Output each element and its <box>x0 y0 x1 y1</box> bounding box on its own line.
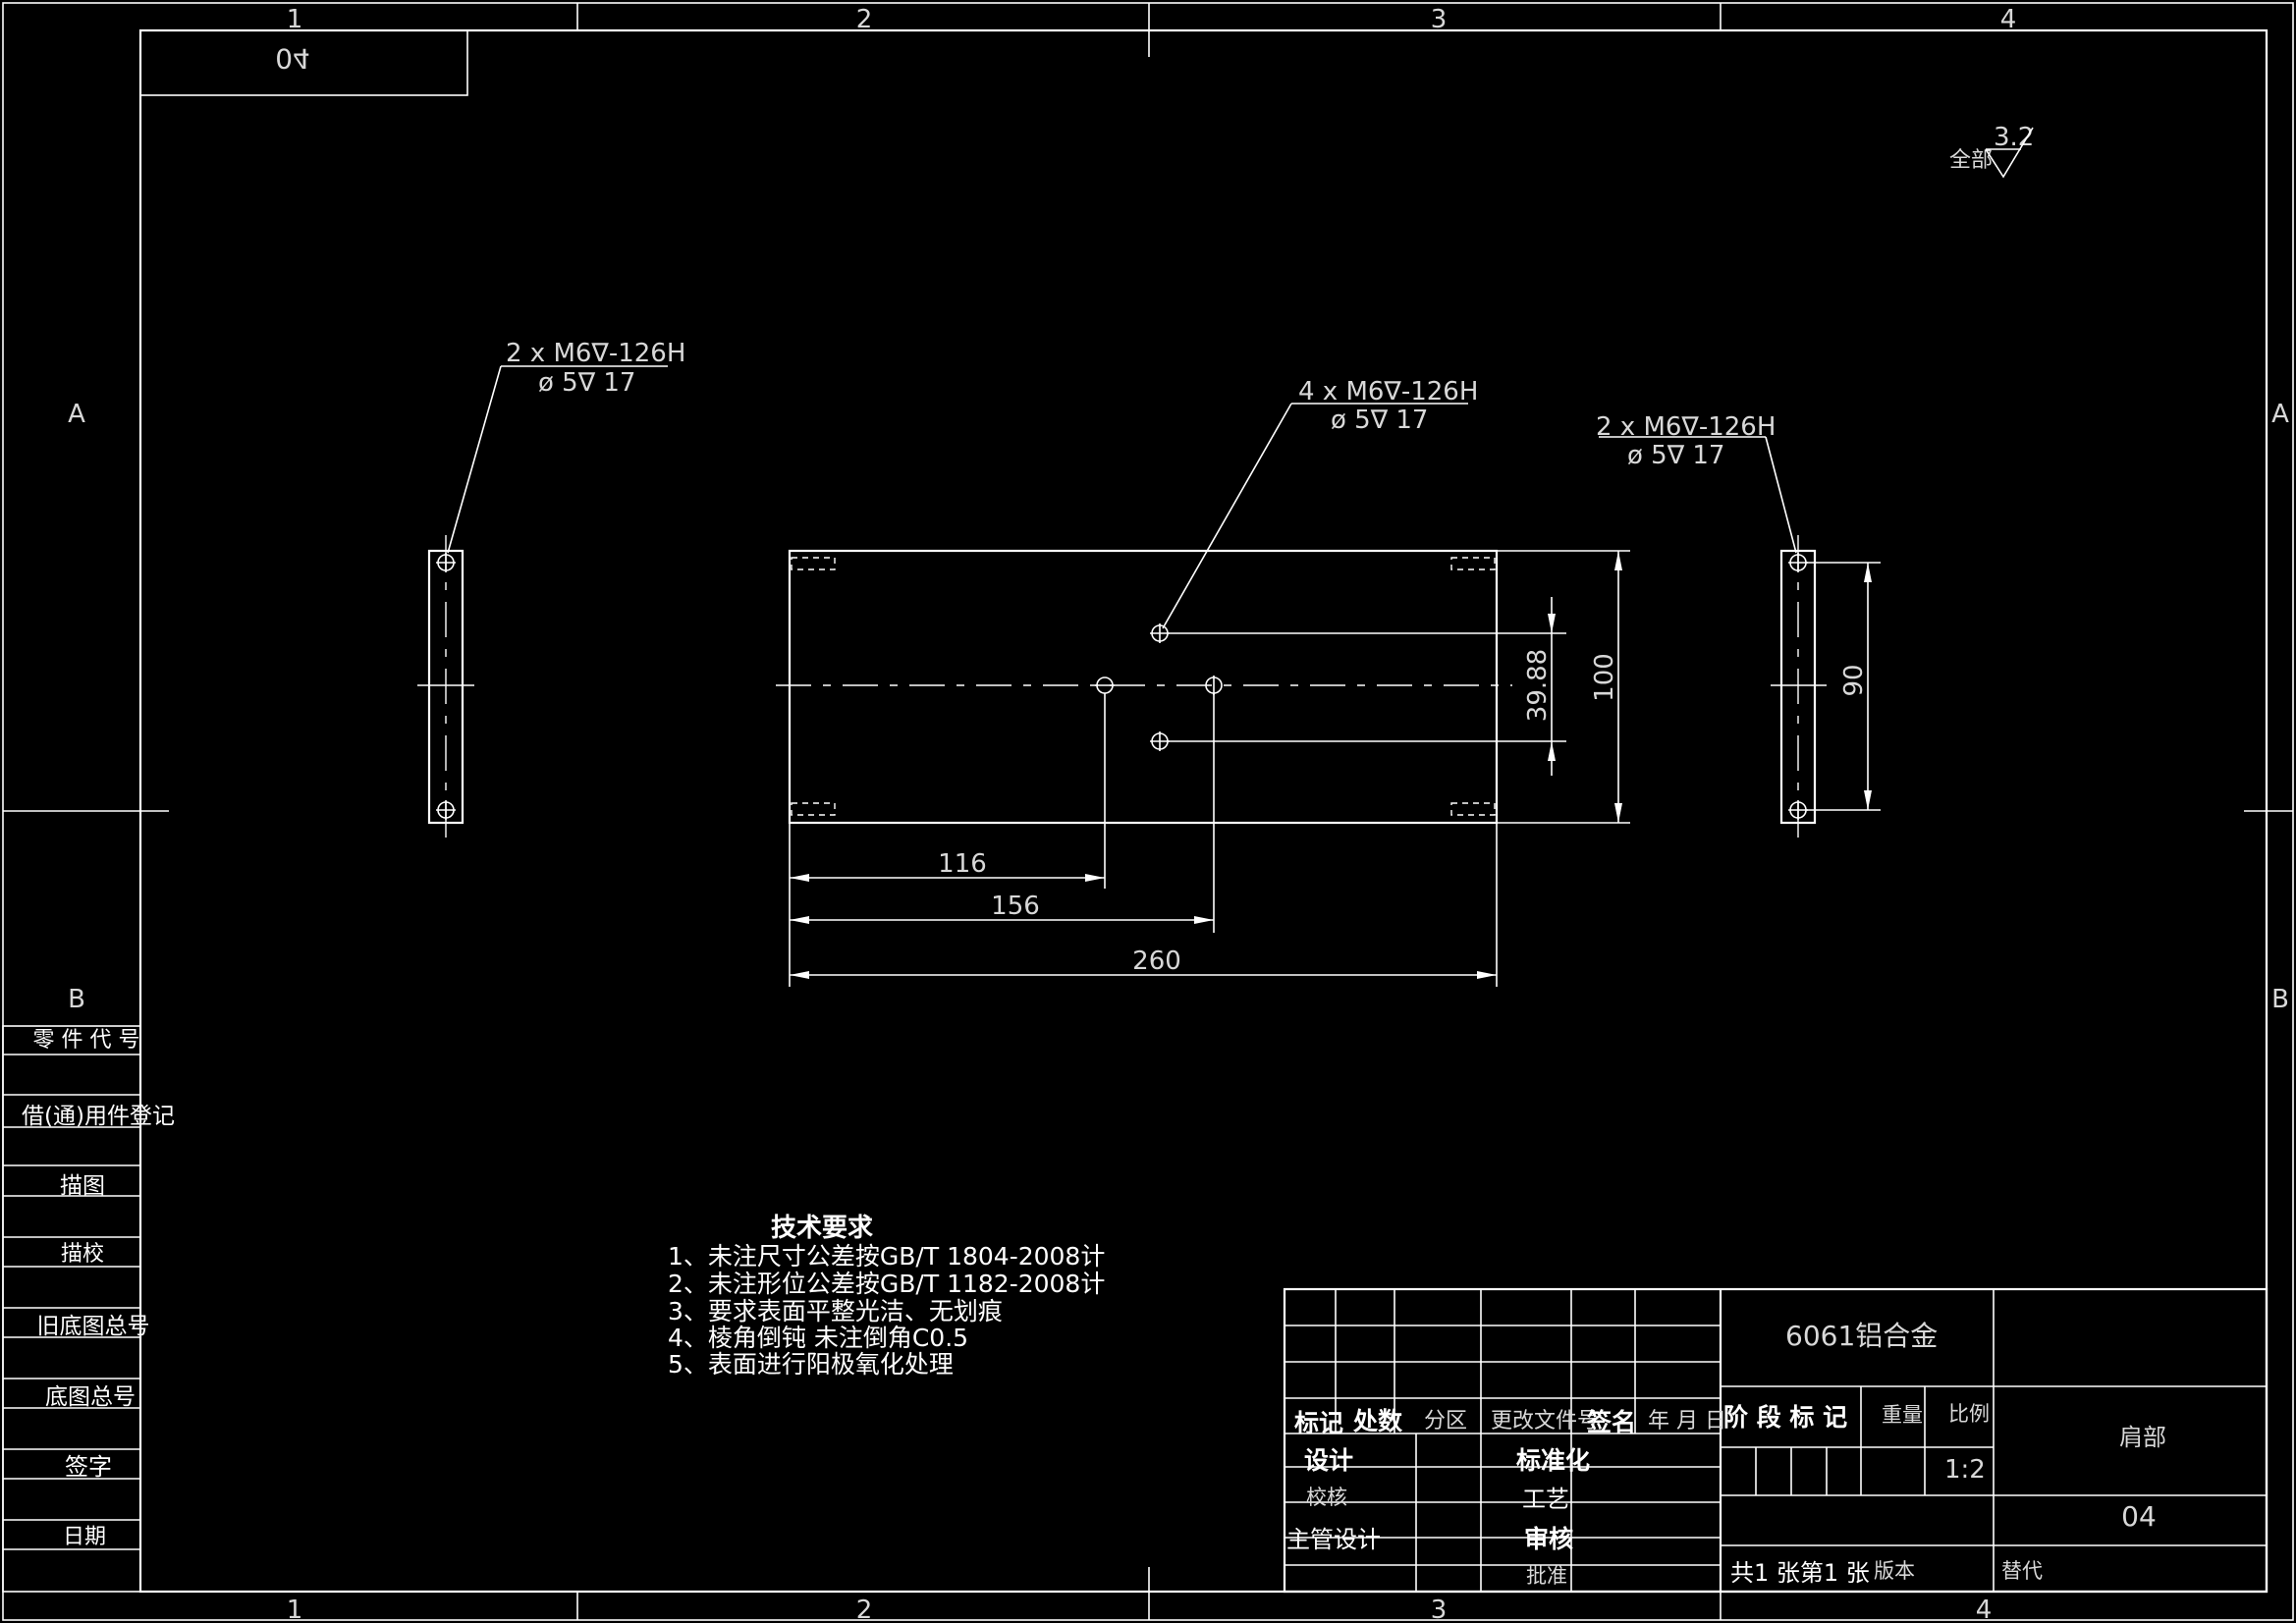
label-version: 版本 <box>1874 1559 1915 1583</box>
label-process: 工艺 <box>1522 1486 1569 1513</box>
drawing-number: 04 <box>2121 1500 2157 1533</box>
drawing-number-box <box>139 29 468 96</box>
side-registration-table <box>2 1025 141 1593</box>
label-sheets: 共1 张第1 张 <box>1730 1559 1870 1587</box>
label-mark: 标记 <box>1294 1409 1343 1437</box>
tech-req-item-3: 3、要求表面平整光洁、无划痕 <box>668 1297 1003 1325</box>
zone-top-1: 1 <box>287 5 303 34</box>
dim-156: 156 <box>991 892 1040 921</box>
callout-center-line1: 4 x M6∇-126H <box>1298 377 1478 406</box>
zone-right-a: A <box>2271 400 2289 429</box>
dim-90: 90 <box>1839 664 1869 696</box>
label-approve: 批准 <box>1526 1564 1567 1588</box>
zone-bottom-2: 2 <box>856 1596 873 1623</box>
label-review: 审核 <box>1524 1525 1573 1553</box>
label-zone: 分区 <box>1424 1409 1467 1434</box>
label-sign: 签名 <box>1586 1408 1636 1436</box>
label-standardize: 标准化 <box>1516 1446 1590 1475</box>
roughness-label: 全部 <box>1949 148 1993 173</box>
tech-req-item-4: 4、棱角倒钝 未注倒角C0.5 <box>668 1324 968 1352</box>
part-name: 肩部 <box>2119 1424 2166 1451</box>
drawing-number-mirrored: 04 <box>275 42 310 75</box>
callout-right-line2: ø 5∇ 17 <box>1627 441 1724 470</box>
side-row-borrowed: 借(通)用件登记 <box>22 1104 175 1129</box>
label-ymd: 年 月 日 <box>1648 1409 1726 1434</box>
zone-left-b: B <box>68 985 85 1014</box>
callout-center-line2: ø 5∇ 17 <box>1331 406 1428 435</box>
zone-ticks <box>3 3 2293 1620</box>
label-count: 处数 <box>1352 1407 1403 1435</box>
label-chief: 主管设计 <box>1286 1526 1381 1553</box>
label-replace: 替代 <box>2001 1559 2043 1583</box>
dim-39-88: 39.88 <box>1523 649 1553 722</box>
roughness-value: 3.2 <box>1994 123 2034 152</box>
side-row-trace-check: 描校 <box>61 1242 104 1267</box>
tech-req-item-2: 2、未注形位公差按GB/T 1182-2008计 <box>668 1270 1105 1298</box>
label-design: 设计 <box>1304 1446 1353 1475</box>
tech-req-title: 技术要求 <box>771 1214 873 1243</box>
side-row-trace: 描图 <box>60 1173 105 1199</box>
label-weight: 重量 <box>1882 1403 1923 1427</box>
callout-right-line1: 2 x M6∇-126H <box>1596 412 1776 442</box>
scale-value: 1:2 <box>1944 1455 1986 1485</box>
label-check: 校核 <box>1306 1486 1347 1509</box>
dim-100: 100 <box>1590 653 1619 702</box>
zone-top-4: 4 <box>2000 5 2017 34</box>
zone-right-b: B <box>2271 985 2289 1014</box>
title-block <box>1283 1287 2269 1594</box>
left-side-view <box>417 365 668 839</box>
dim-260: 260 <box>1132 947 1181 976</box>
material: 6061铝合金 <box>1785 1320 1938 1352</box>
callout-left-line1: 2 x M6∇-126H <box>506 339 685 368</box>
zone-bottom-3: 3 <box>1431 1596 1448 1623</box>
side-row-date: 日期 <box>63 1525 106 1549</box>
label-scale: 比例 <box>1948 1402 1990 1426</box>
tech-req-item-5: 5、表面进行阳极氧化处理 <box>668 1350 954 1379</box>
label-stage: 阶 段 标 记 <box>1723 1403 1847 1432</box>
callout-left-line2: ø 5∇ 17 <box>538 368 635 398</box>
right-side-view <box>1599 436 1881 839</box>
dim-116: 116 <box>938 849 987 879</box>
zone-left-a: A <box>68 400 85 429</box>
zone-bottom-1: 1 <box>287 1596 303 1623</box>
roughness-symbol: 全部 3.2 <box>1949 123 2034 179</box>
tech-req-item-1: 1、未注尺寸公差按GB/T 1804-2008计 <box>668 1242 1105 1271</box>
zone-bottom-4: 4 <box>1976 1596 1993 1623</box>
side-row-part-code: 零 件 代 号 <box>33 1028 140 1053</box>
zone-top-2: 2 <box>856 5 873 34</box>
main-front-view <box>776 403 1630 987</box>
inner-frame <box>138 28 2269 1594</box>
side-row-base: 底图总号 <box>45 1384 136 1410</box>
label-change-doc: 更改文件号 <box>1491 1409 1599 1434</box>
side-row-sign: 签字 <box>65 1453 112 1481</box>
zone-top-3: 3 <box>1431 5 1448 34</box>
side-row-old-base: 旧底图总号 <box>37 1314 150 1339</box>
